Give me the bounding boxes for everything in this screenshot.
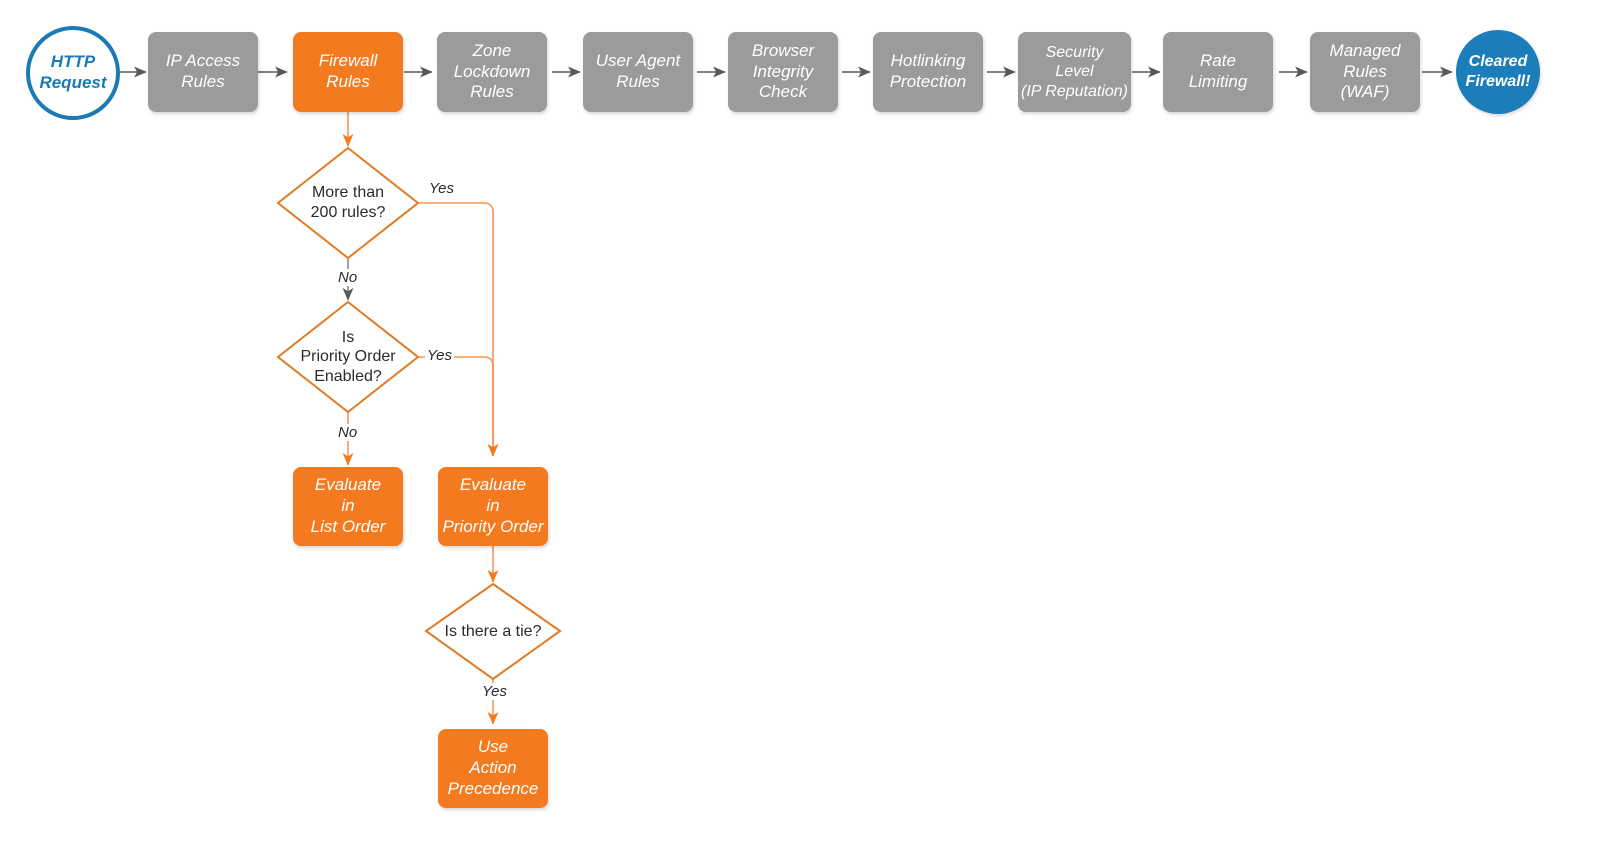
- edge-decision1-yes: [418, 202, 499, 457]
- node-rate-limiting[interactable]: Rate Limiting: [1163, 32, 1273, 112]
- node-managed-rules-waf-label: Managed Rules (WAF): [1329, 40, 1401, 102]
- node-http-request-label: HTTP Request: [39, 52, 107, 92]
- decision-is-priority-order-enabled-shape: [276, 300, 420, 414]
- node-use-action-precedence-label: Use Action Precedence: [447, 737, 539, 798]
- node-ip-access-rules-label: IP Access Rules: [165, 51, 241, 91]
- node-managed-rules-waf[interactable]: Managed Rules (WAF): [1310, 32, 1420, 112]
- node-cleared-firewall-label: Cleared Firewall!: [1465, 53, 1531, 90]
- node-rate-limiting-label: Rate Limiting: [1188, 51, 1248, 91]
- node-hotlinking-protection-label: Hotlinking Protection: [889, 51, 967, 91]
- node-evaluate-in-list-order-label: Evaluate in List Order: [310, 475, 386, 536]
- node-evaluate-in-list-order[interactable]: Evaluate in List Order: [293, 467, 403, 546]
- node-browser-integrity-check[interactable]: Browser Integrity Check: [728, 32, 838, 112]
- node-use-action-precedence[interactable]: Use Action Precedence: [438, 729, 548, 808]
- node-zone-lockdown-rules[interactable]: Zone Lockdown Rules: [437, 32, 547, 112]
- node-user-agent-rules[interactable]: User Agent Rules: [583, 32, 693, 112]
- node-cleared-firewall[interactable]: Cleared Firewall!: [1456, 30, 1540, 114]
- edge-label-more-than-200-yes: Yes: [427, 180, 457, 197]
- node-browser-integrity-check-label: Browser Integrity Check: [751, 40, 815, 102]
- edge-decision2-yes: [418, 356, 499, 457]
- node-security-level-label: Security Level (IP Reputation): [1020, 43, 1128, 100]
- node-firewall-rules[interactable]: Firewall Rules: [293, 32, 403, 112]
- node-user-agent-rules-label: User Agent Rules: [595, 51, 681, 91]
- node-evaluate-in-priority-order-label: Evaluate in Priority Order: [442, 475, 544, 536]
- edge-label-more-than-200-no: No: [336, 269, 360, 286]
- decision-more-than-200-rules-shape: [276, 146, 420, 260]
- node-firewall-rules-label: Firewall Rules: [318, 51, 378, 91]
- node-ip-access-rules[interactable]: IP Access Rules: [148, 32, 258, 112]
- node-http-request[interactable]: HTTP Request: [26, 26, 120, 120]
- node-security-level[interactable]: Security Level (IP Reputation): [1018, 32, 1131, 112]
- edge-label-priority-order-no: No: [336, 424, 360, 441]
- edge-label-tie-yes: Yes: [480, 683, 510, 700]
- node-evaluate-in-priority-order[interactable]: Evaluate in Priority Order: [438, 467, 548, 546]
- node-zone-lockdown-rules-label: Zone Lockdown Rules: [453, 40, 531, 102]
- edge-label-priority-order-yes: Yes: [425, 347, 455, 364]
- node-hotlinking-protection[interactable]: Hotlinking Protection: [873, 32, 983, 112]
- decision-is-there-a-tie-shape: [424, 582, 562, 681]
